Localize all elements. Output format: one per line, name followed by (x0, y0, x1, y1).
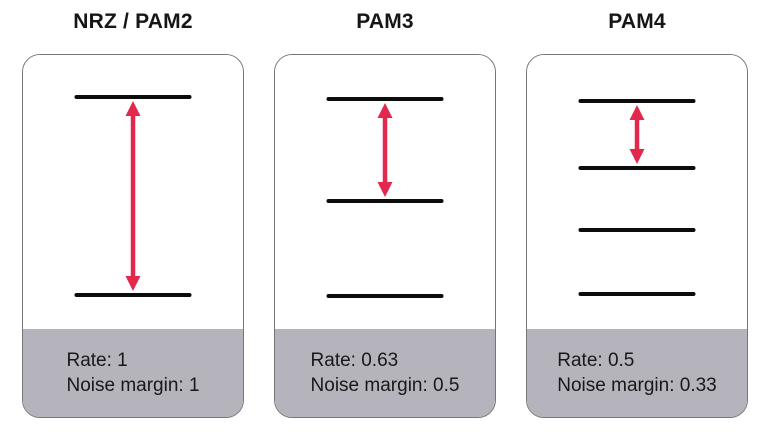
card-footer: Rate: 0.63 Noise margin: 0.5 (275, 329, 495, 417)
signal-level-card: Rate: 0.5 Noise margin: 0.33 (526, 54, 748, 418)
signal-level-line (578, 166, 696, 170)
noise-margin-text: Noise margin: 0.5 (310, 375, 460, 396)
rate-text: Rate: 0.63 (310, 350, 399, 371)
signal-level-card: Rate: 0.63 Noise margin: 0.5 (274, 54, 496, 418)
noise-margin-arrow-icon (377, 103, 393, 197)
noise-margin-text: Noise margin: 1 (66, 375, 200, 396)
signal-level-line (578, 228, 696, 232)
panel-pam4: PAM4 Rate: 0.5 Noise margin: 0.33 (526, 0, 748, 441)
noise-margin-text: Noise margin: 0.33 (557, 375, 717, 396)
signal-level-line (74, 293, 192, 297)
noise-margin-arrow-icon (629, 105, 645, 164)
panel-title: PAM4 (608, 10, 666, 33)
signal-level-line (578, 99, 696, 103)
card-footer: Rate: 0.5 Noise margin: 0.33 (527, 329, 747, 417)
rate-text: Rate: 0.5 (557, 350, 635, 371)
metrics-block: Rate: 1 Noise margin: 1 (66, 348, 199, 398)
panel-nrz-pam2: NRZ / PAM2 Rate: 1 Noise margin: 1 (22, 0, 244, 441)
noise-margin-arrow-icon (125, 101, 141, 291)
signal-level-line (326, 294, 444, 298)
panel-pam3: PAM3 Rate: 0.63 Noise margin: 0.5 (274, 0, 496, 441)
signal-levels-area (23, 55, 243, 329)
panel-title: PAM3 (356, 10, 414, 33)
signal-levels-area (275, 55, 495, 329)
signal-level-line (326, 97, 444, 101)
card-footer: Rate: 1 Noise margin: 1 (23, 329, 243, 417)
signal-levels-area (527, 55, 747, 329)
rate-text: Rate: 1 (66, 350, 128, 371)
panel-title: NRZ / PAM2 (73, 10, 193, 33)
signal-level-line (326, 199, 444, 203)
signal-level-card: Rate: 1 Noise margin: 1 (22, 54, 244, 418)
metrics-block: Rate: 0.5 Noise margin: 0.33 (557, 348, 716, 398)
signal-level-line (578, 292, 696, 296)
signal-level-line (74, 95, 192, 99)
metrics-block: Rate: 0.63 Noise margin: 0.5 (311, 348, 460, 398)
